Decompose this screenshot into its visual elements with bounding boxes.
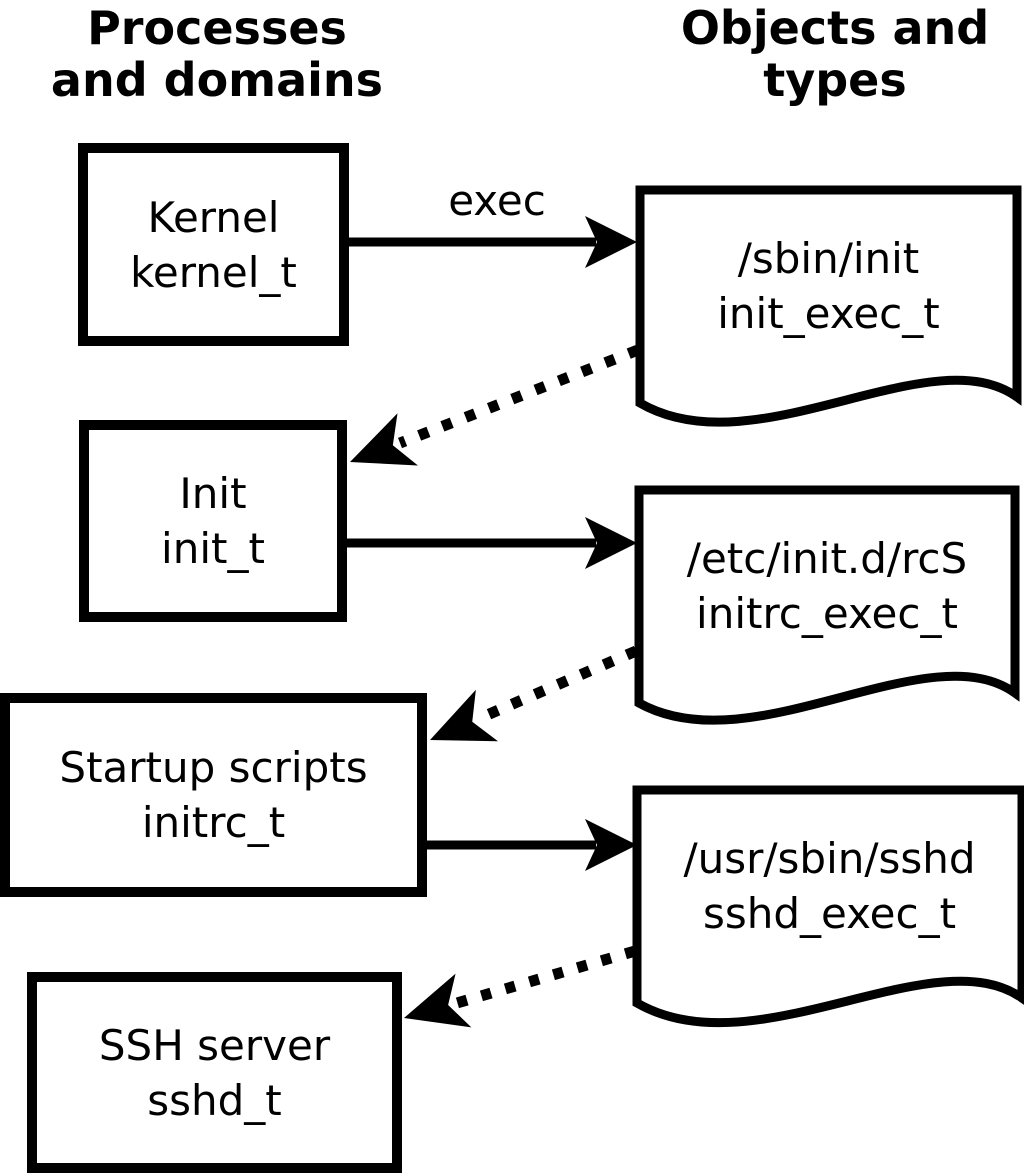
transition-arrow-init-line — [397, 344, 641, 449]
exec-arrowhead-kernel-to-init — [585, 216, 637, 268]
exec-edge-label: exec — [448, 176, 546, 225]
process-box-startup-scripts: Startup scripts initrc_t — [0, 693, 427, 897]
transition-arrow-sshd-line — [455, 945, 637, 1009]
process-box-kernel: Kernel kernel_t — [78, 143, 349, 346]
process-box-ssh-server: SSH server sshd_t — [27, 972, 402, 1173]
process-name: Init — [179, 469, 247, 518]
exec-arrowhead-initrc-to-sshd — [585, 819, 637, 871]
transition-arrowhead-sshd — [404, 973, 472, 1028]
document-shape-sshd-exec — [632, 785, 1024, 1028]
process-domain-type: kernel_t — [130, 247, 297, 297]
column-header-processes: Processes and domains — [50, 1, 384, 107]
transition-arrowhead-initrc — [430, 689, 499, 742]
column-header-objects: Objects and types — [680, 1, 990, 107]
transition-arrow-initrc-line — [477, 645, 639, 724]
process-domain-type: init_t — [161, 524, 265, 573]
document-shape-init-exec — [635, 185, 1022, 427]
process-domain-type: sshd_t — [147, 1075, 282, 1125]
process-box-init: Init init_t — [79, 420, 347, 622]
process-domain-type: initrc_t — [141, 798, 286, 847]
process-name: Startup scripts — [59, 743, 368, 792]
process-name: SSH server — [98, 1020, 331, 1070]
exec-arrowhead-init-to-initrc — [585, 517, 637, 569]
transition-arrowhead-init — [350, 413, 418, 466]
process-name: Kernel — [147, 192, 280, 242]
document-shape-initrc-exec — [634, 485, 1020, 725]
